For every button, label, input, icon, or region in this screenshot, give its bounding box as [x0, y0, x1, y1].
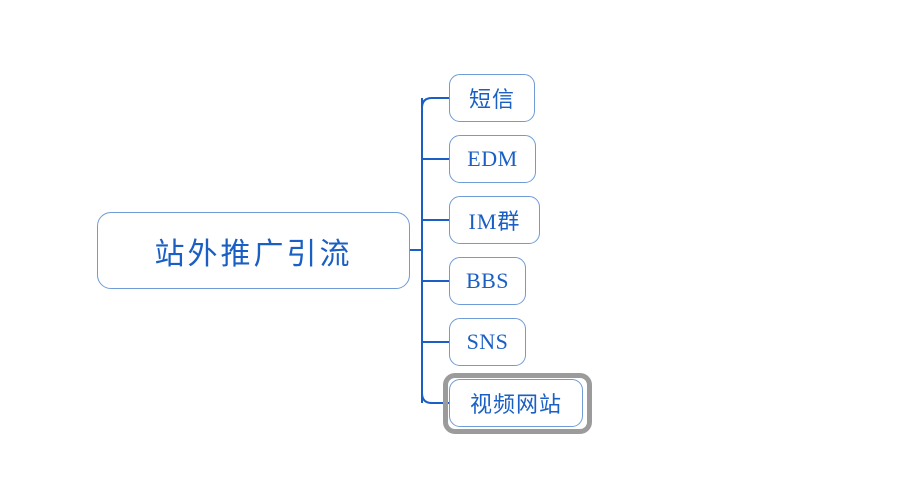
node-label: IM群: [468, 209, 521, 234]
node-label: SNS: [466, 329, 509, 354]
node-child-5[interactable]: 视频网站: [449, 379, 583, 427]
node-label: 视频网站: [469, 392, 562, 417]
node-label: 站外推广引流: [154, 237, 353, 271]
connector: [421, 392, 449, 404]
node-child-0[interactable]: 短信: [449, 74, 535, 122]
node-child-3[interactable]: BBS: [449, 257, 526, 305]
node-label: EDM: [467, 146, 518, 171]
node-child-1[interactable]: EDM: [449, 135, 536, 183]
node-root[interactable]: 站外推广引流: [97, 212, 410, 289]
connector: [421, 97, 449, 109]
node-label: 短信: [468, 87, 515, 112]
node-child-2[interactable]: IM群: [449, 196, 540, 244]
node-label: BBS: [465, 268, 510, 293]
node-child-4[interactable]: SNS: [449, 318, 526, 366]
